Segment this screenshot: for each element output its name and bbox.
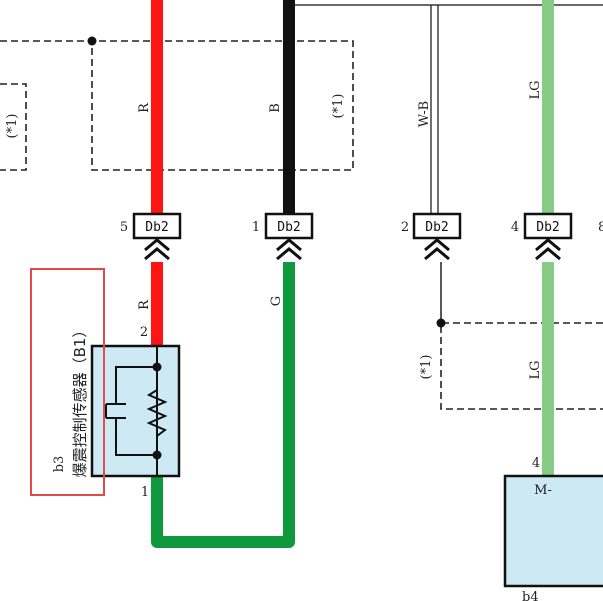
connector-db2-pin1[interactable]: Db2 1 — [252, 212, 314, 261]
node-dot — [152, 362, 162, 372]
wire-black-top — [283, 0, 295, 214]
wire-label-lg-bottom: LG — [528, 360, 543, 379]
connector-label: Db2 — [145, 220, 168, 235]
connector-label: Db2 — [536, 220, 559, 235]
ecu-terminal-label: M- — [534, 483, 552, 498]
connector-pin-number: 1 — [252, 220, 260, 235]
wire-white-black — [430, 5, 439, 214]
connector-chevron-icon — [535, 238, 561, 252]
sensor-pin-bottom: 1 — [141, 485, 149, 500]
knock-sensor-component[interactable] — [90, 344, 181, 478]
shield-box-left — [0, 83, 27, 171]
note-left: (*1) — [5, 114, 20, 139]
shield-box-middle — [0, 40, 354, 171]
wire-red-bottom — [151, 262, 163, 346]
wire-label-b-top: B — [268, 103, 283, 113]
connector-db2-pin2[interactable]: Db2 2 — [401, 212, 462, 261]
connector-db2-pin4[interactable]: Db2 4 — [511, 212, 573, 261]
ecu-component[interactable]: M- — [503, 474, 603, 588]
sensor-highlight-box — [30, 268, 105, 496]
connector-label: Db2 — [277, 220, 300, 235]
wire-label-r-bottom: R — [137, 299, 152, 310]
shield-junction-dot — [87, 36, 97, 46]
connector-chevron-icon — [424, 238, 450, 252]
wire-label-r-top: R — [137, 102, 152, 113]
shield-box-lower-right — [440, 322, 603, 410]
connector-chevron-icon — [276, 247, 302, 261]
connector-chevron-icon — [535, 247, 561, 261]
connector-pin-number: 5 — [120, 220, 128, 235]
note-lower-right: (*1) — [419, 355, 434, 380]
ecu-code: b4 — [522, 590, 539, 601]
wire-light-green-top — [542, 0, 554, 214]
sensor-pin-top: 2 — [140, 325, 148, 340]
connector-chevron-icon — [424, 247, 450, 261]
connector-pin-number: 2 — [401, 220, 409, 235]
note-middle: (*1) — [331, 94, 346, 119]
connector-label: Db2 — [425, 220, 448, 235]
connector-db2-pin5[interactable]: Db2 5 — [120, 212, 182, 261]
wire-green-bottom — [151, 262, 295, 548]
node-dot — [152, 450, 162, 460]
connector-chevron-icon — [144, 238, 170, 252]
wire-label-g-bottom: G — [269, 296, 284, 306]
ecu-pin-number: 4 — [532, 456, 540, 471]
edge-pin-number: 8 — [598, 220, 603, 235]
wire-red-top — [151, 0, 163, 214]
sensor-name: 爆震控制传感器（B1） — [71, 323, 89, 478]
connector-chevron-icon — [276, 238, 302, 252]
wire-label-wb: W-B — [417, 101, 432, 127]
wire-light-green-bottom — [542, 262, 554, 476]
wire-label-lg-top: LG — [528, 80, 543, 99]
connector-chevron-icon — [144, 247, 170, 261]
resistor-icon — [146, 384, 168, 442]
sensor-code: b3 — [52, 456, 67, 473]
connector-pin-number: 4 — [511, 220, 519, 235]
